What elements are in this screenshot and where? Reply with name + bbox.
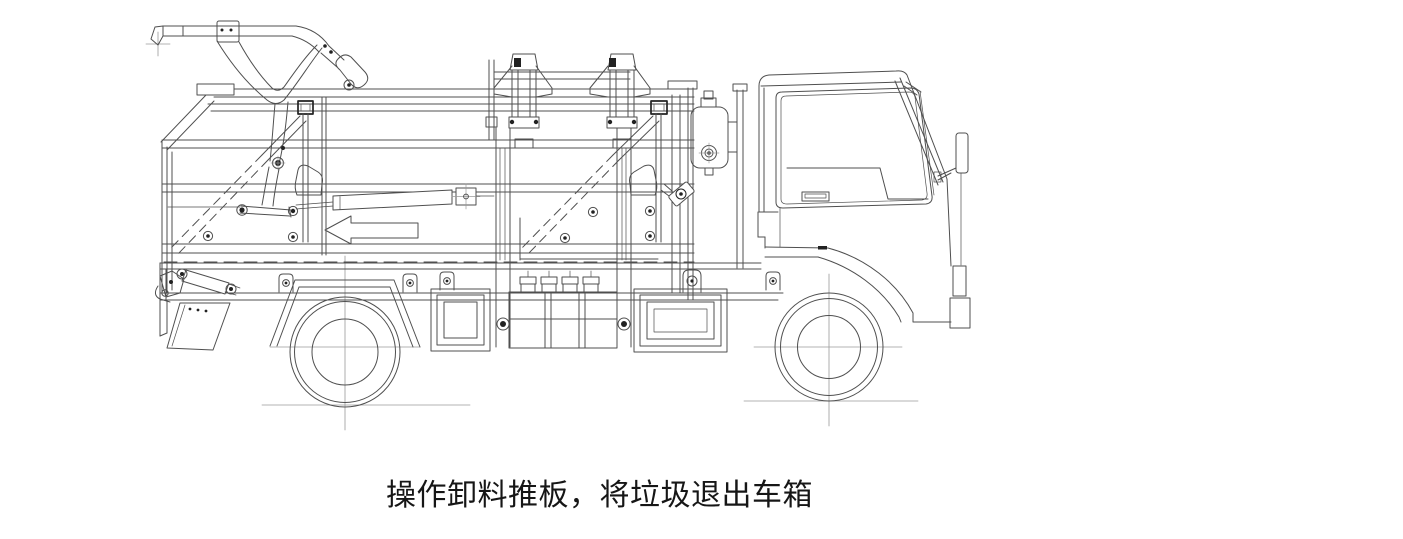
cab-window	[775, 87, 933, 209]
catch-plate	[294, 164, 323, 196]
hydraulic-tank-assembly	[690, 83, 748, 269]
tank-cap	[700, 97, 717, 108]
bin-lifter-arm	[150, 20, 369, 104]
drawing-caption: 操作卸料推板，将垃圾退出车箱	[386, 479, 813, 512]
toolbox-small	[430, 288, 491, 352]
direction-arrow-icon	[324, 215, 419, 245]
toolbox-wide	[633, 288, 728, 353]
front-wheel	[774, 292, 884, 402]
rear-wheel	[289, 296, 401, 408]
chassis-frame	[154, 262, 784, 337]
front-pushplate-station	[519, 100, 695, 261]
guide-block	[297, 100, 314, 115]
door-handle	[801, 191, 830, 202]
guide-block	[650, 100, 668, 115]
slat-panel	[508, 291, 618, 349]
pushplate-guide-dashed	[519, 154, 614, 251]
rear-tow-hook	[154, 285, 171, 303]
spring-hangers	[278, 269, 781, 293]
ejector-cylinder	[295, 183, 495, 211]
front-fender	[827, 247, 952, 323]
side-mirror	[933, 132, 969, 266]
cab	[757, 70, 971, 329]
control-valve-levers	[519, 270, 600, 294]
front-bumper	[949, 265, 971, 329]
catch-plate	[629, 164, 658, 196]
lifter-arm-lower	[269, 103, 276, 162]
bin-lifter-frame	[485, 53, 651, 348]
rear-lift-cylinder	[159, 268, 241, 298]
lifter-handle	[335, 54, 369, 89]
lifter-post-right	[589, 53, 651, 348]
mud-flap	[166, 302, 231, 351]
rear-pushplate-station	[167, 100, 323, 255]
rear-fender	[269, 279, 421, 348]
lift-motor	[660, 181, 695, 207]
cargo-box	[160, 71, 738, 301]
hydraulic-tank	[690, 106, 729, 169]
tailgate-top-cap	[196, 83, 235, 96]
pushplate-guide-dashed	[169, 154, 263, 250]
lifter-post-left	[493, 53, 553, 348]
